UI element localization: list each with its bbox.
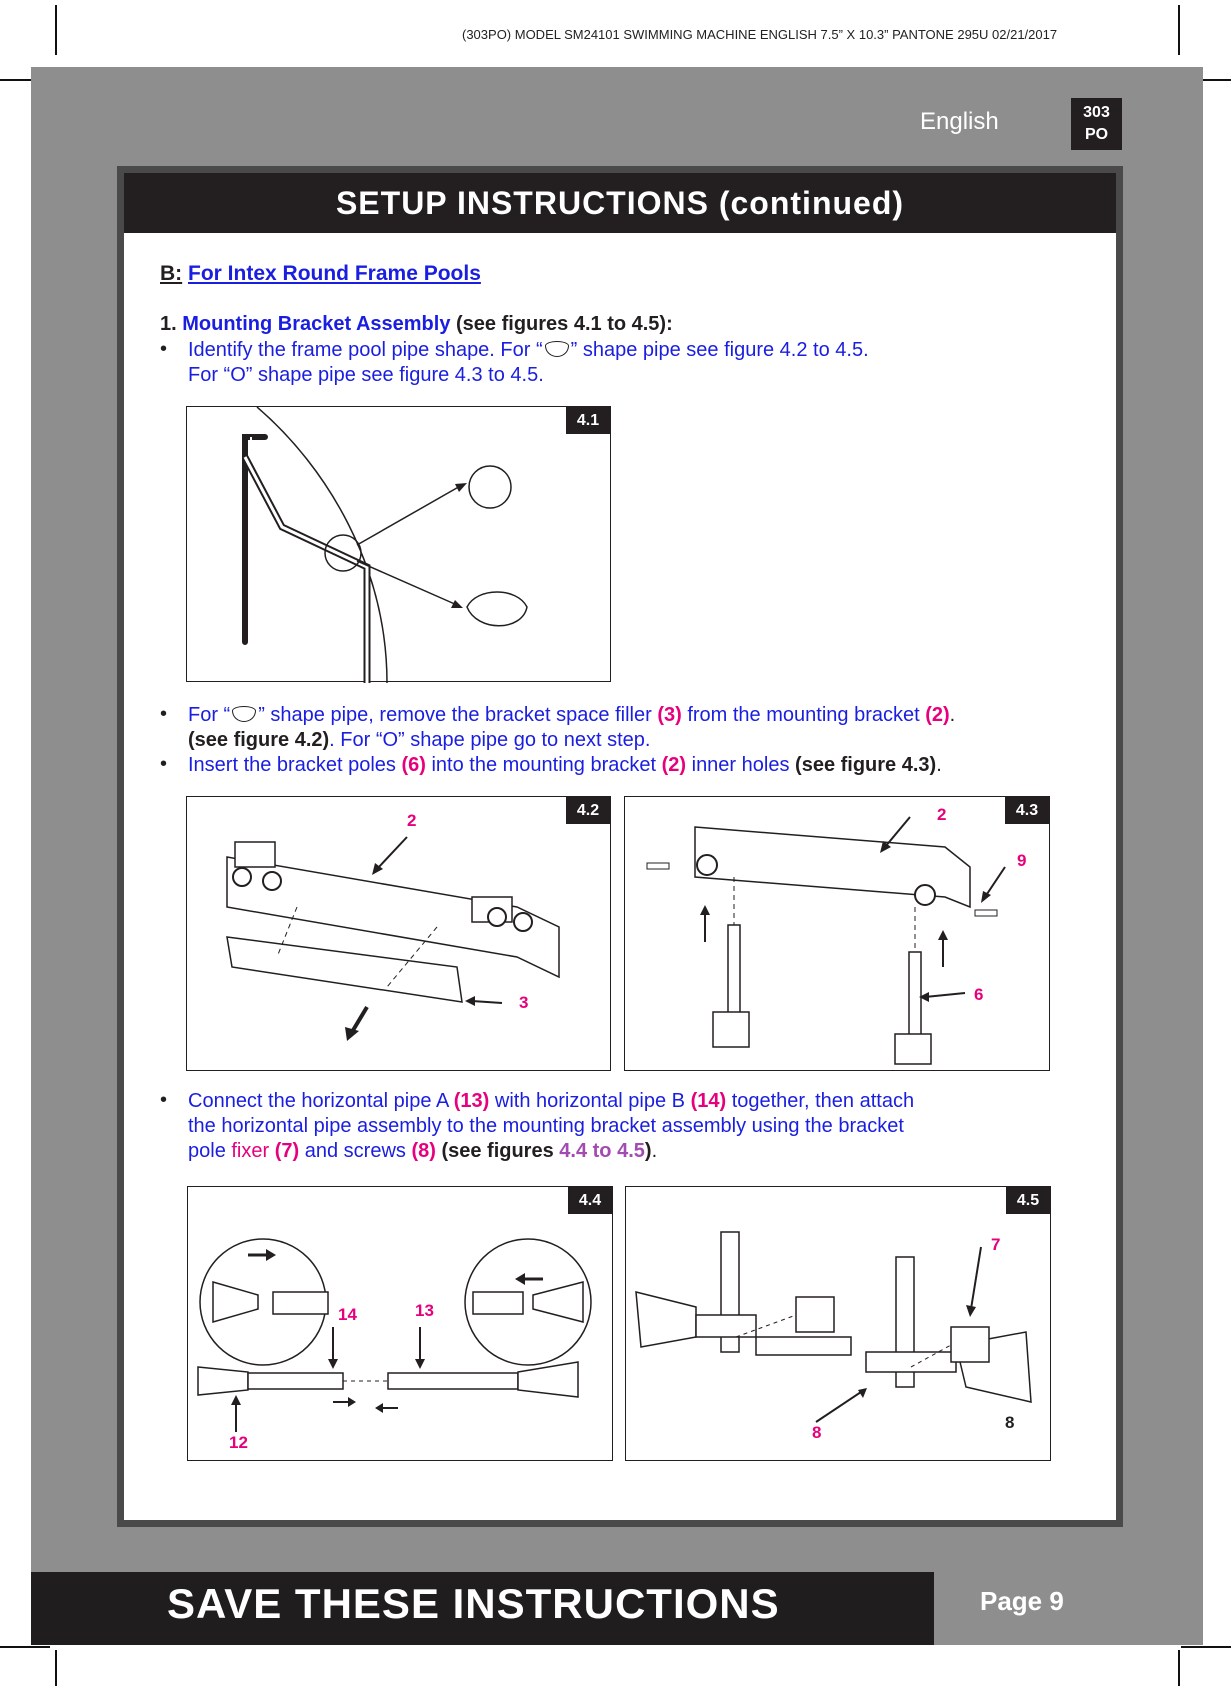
code-line1: 303 bbox=[1083, 104, 1110, 121]
save-instructions-banner: SAVE THESE INSTRUCTIONS bbox=[167, 1580, 780, 1627]
part-ref-2: (2) bbox=[925, 704, 950, 726]
callout-14: 14 bbox=[338, 1305, 357, 1324]
bullet-2-a: For “ bbox=[188, 704, 231, 726]
callout-2: 2 bbox=[407, 811, 417, 830]
callout-9: 9 bbox=[1017, 851, 1027, 870]
language-label: English bbox=[920, 108, 999, 135]
callout-8: 8 bbox=[1005, 1413, 1015, 1432]
step-1-heading: 1. Mounting Bracket Assembly (see figure… bbox=[160, 312, 673, 337]
section-title: For Intex Round Frame Pools bbox=[188, 262, 481, 285]
figure-4-2: 4.2 2 3 bbox=[186, 796, 611, 1071]
pool-frame-illustration bbox=[241, 407, 528, 683]
bullet-4-j: . bbox=[651, 1140, 658, 1162]
callout-2: 2 bbox=[937, 805, 947, 824]
bullet-4-f: and screws bbox=[299, 1140, 412, 1162]
page-title: SETUP INSTRUCTIONS (continued) bbox=[124, 173, 1116, 233]
callout-7: 7 bbox=[991, 1235, 1001, 1254]
bullet-4-b: with horizontal pipe B bbox=[489, 1090, 691, 1112]
figure-4-5: 4.5 7 8 8 bbox=[625, 1186, 1051, 1461]
figure-4-1: 4.1 bbox=[186, 406, 611, 683]
pipe-shape-icon bbox=[544, 341, 569, 357]
part-ref-6: (6) bbox=[401, 754, 426, 776]
crop-mark bbox=[0, 1646, 50, 1648]
figure-range: 4.4 to 4.5 bbox=[559, 1140, 645, 1162]
part-ref-14: (14) bbox=[690, 1090, 727, 1112]
step-title: Mounting Bracket Assembly bbox=[182, 313, 451, 335]
callout-8: 8 bbox=[812, 1423, 822, 1442]
crop-mark bbox=[1178, 1650, 1180, 1686]
crop-mark bbox=[55, 1650, 57, 1686]
bullet-4-a: Connect the horizontal pipe A bbox=[188, 1090, 454, 1112]
bracket-filler-illustration bbox=[226, 836, 560, 1041]
bullet-1-line1: Identify the frame pool pipe shape. For … bbox=[188, 338, 869, 363]
pipe-shape-icon bbox=[232, 706, 257, 722]
bullet-3-e: . bbox=[936, 754, 942, 776]
bullet-2-line2: (see figure 4.2). For “O” shape pipe go … bbox=[188, 728, 650, 753]
horizontal-pipe-illustration bbox=[197, 1238, 592, 1432]
figure-tag: 4.1 bbox=[566, 407, 610, 434]
callout-6: 6 bbox=[974, 985, 984, 1004]
figure-ref: (see figure 4.2) bbox=[188, 729, 330, 751]
bullet-1-line2: For “O” shape pipe see figure 4.3 to 4.5… bbox=[188, 364, 544, 386]
crop-mark bbox=[1181, 1646, 1231, 1648]
footer-page-box bbox=[934, 1572, 1203, 1645]
bullet-3: Insert the bracket poles (6) into the mo… bbox=[188, 753, 942, 778]
section-letter: B: bbox=[160, 262, 183, 285]
figure-tag: 4.4 bbox=[568, 1187, 612, 1214]
crop-mark bbox=[1181, 79, 1231, 81]
bullet-3-c: inner holes bbox=[686, 754, 796, 776]
bullet-marker: • bbox=[160, 1089, 168, 1111]
pipe-to-bracket-illustration bbox=[635, 1231, 1032, 1423]
bullet-3-a: Insert the bracket poles bbox=[188, 754, 402, 776]
crop-mark bbox=[1178, 5, 1180, 55]
bullet-4-g: (see figures bbox=[435, 1140, 560, 1162]
section-heading: B: For Intex Round Frame Pools bbox=[160, 262, 481, 286]
figure-4-4: 4.4 14 13 12 bbox=[187, 1186, 613, 1461]
step-ref: (see figures 4.1 to 4.5): bbox=[456, 313, 673, 335]
step-number: 1. bbox=[160, 313, 177, 335]
bullet-marker: • bbox=[160, 703, 168, 725]
page-number: Page 9 bbox=[980, 1586, 1064, 1616]
callout-3: 3 bbox=[519, 993, 529, 1012]
part-ref-13: (13) bbox=[453, 1090, 490, 1112]
bullet-4-c: together, then attach bbox=[726, 1090, 915, 1112]
figure-4-3: 4.3 2 9 6 bbox=[624, 796, 1050, 1071]
bullet-4-line3: pole fixer (7) and screws (8) (see figur… bbox=[188, 1139, 657, 1164]
bullet-4-line2: the horizontal pipe assembly to the moun… bbox=[188, 1115, 904, 1137]
figure-ref: (see figure 4.3) bbox=[795, 754, 937, 776]
bullet-2-c: from the mounting bracket bbox=[681, 704, 926, 726]
callout-13: 13 bbox=[415, 1301, 434, 1320]
callout-12: 12 bbox=[229, 1433, 248, 1452]
figure-tag: 4.3 bbox=[1005, 797, 1049, 824]
part-ref-7: (7) bbox=[274, 1140, 300, 1162]
part-ref-3: (3) bbox=[657, 704, 682, 726]
bullet-marker: • bbox=[160, 753, 168, 775]
part-ref-8: (8) bbox=[411, 1140, 436, 1162]
figure-tag: 4.5 bbox=[1006, 1187, 1050, 1214]
bullet-4-i: ) bbox=[644, 1140, 652, 1162]
bullet-4-line1: Connect the horizontal pipe A (13) with … bbox=[188, 1089, 914, 1114]
code-line2: PO bbox=[1084, 126, 1109, 143]
bullet-1-text-a: Identify the frame pool pipe shape. For … bbox=[188, 339, 543, 361]
bullet-4-d: pole bbox=[188, 1140, 232, 1162]
bullet-1-text-b: ” shape pipe see figure 4.2 to 4.5. bbox=[570, 339, 869, 361]
bullet-marker: • bbox=[160, 338, 168, 360]
model-code-badge: 303 PO bbox=[1071, 98, 1122, 150]
bullet-2-f: . For “O” shape pipe go to next step. bbox=[329, 729, 651, 751]
bullet-2-d: . bbox=[949, 704, 956, 726]
bullet-2-b: ” shape pipe, remove the bracket space f… bbox=[258, 704, 658, 726]
bullet-3-b: into the mounting bracket bbox=[425, 754, 662, 776]
bullet-2-line1: For “ ” shape pipe, remove the bracket sp… bbox=[188, 703, 955, 728]
print-header: (303PO) MODEL SM24101 SWIMMING MACHINE E… bbox=[462, 27, 1058, 42]
bracket-poles-illustration bbox=[646, 816, 1006, 1065]
footer-bar bbox=[31, 1572, 934, 1645]
part-ref-2: (2) bbox=[661, 754, 687, 776]
crop-mark bbox=[0, 79, 50, 81]
bullet-4-e: fixer bbox=[231, 1140, 275, 1162]
crop-mark bbox=[55, 5, 57, 55]
figure-tag: 4.2 bbox=[566, 797, 610, 824]
